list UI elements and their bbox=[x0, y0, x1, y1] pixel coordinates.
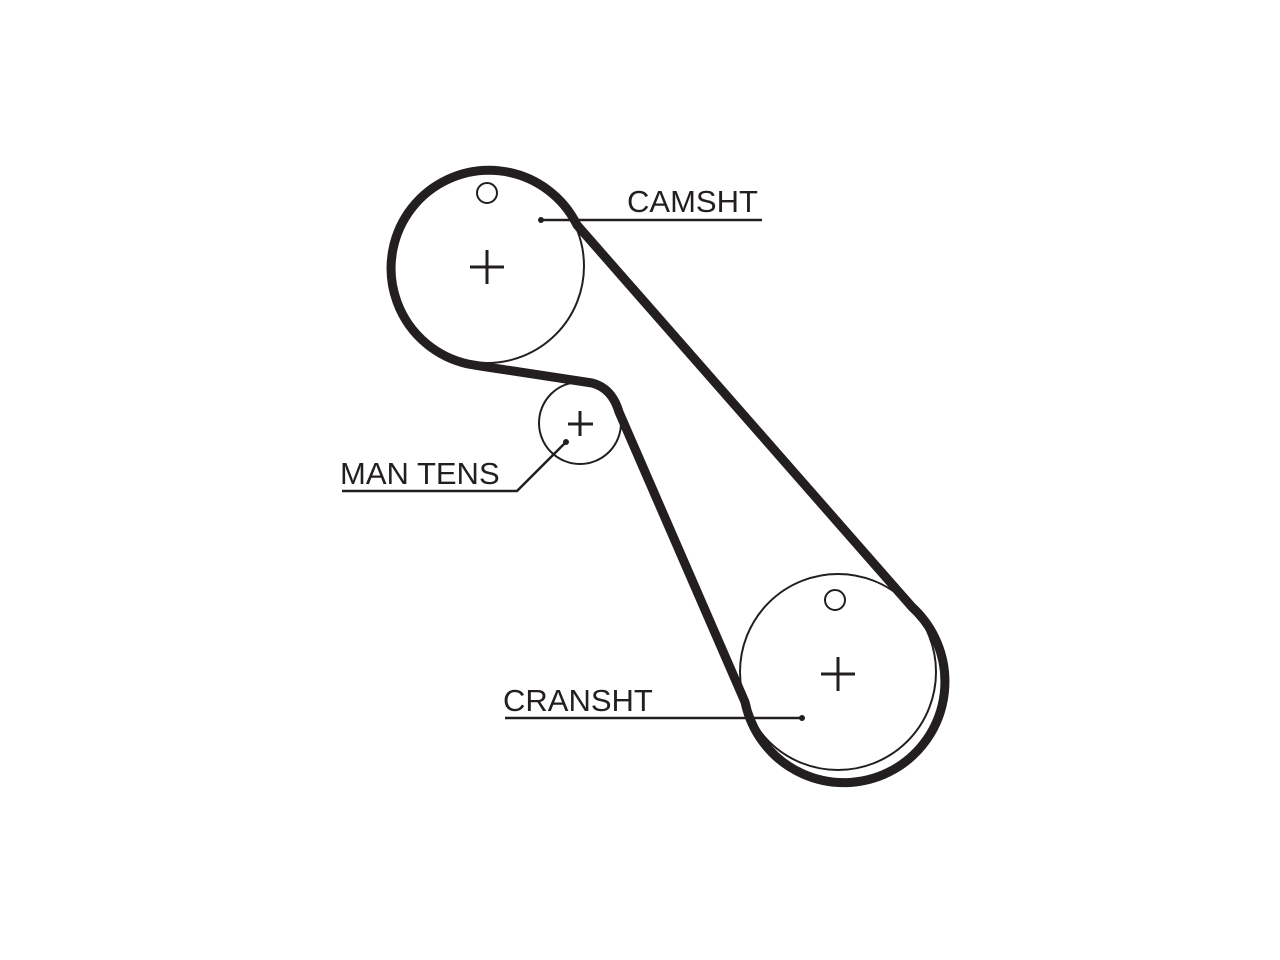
tensioner-center-mark bbox=[568, 411, 593, 436]
tensioner-label: MAN TENS bbox=[340, 456, 500, 491]
camshaft-leader bbox=[538, 217, 762, 223]
crankshaft-timing-mark bbox=[824, 589, 846, 611]
camshaft-timing-mark bbox=[476, 182, 498, 204]
camshaft-label: CAMSHT bbox=[627, 184, 758, 219]
camshaft-center-mark bbox=[470, 250, 504, 284]
tensioner-leader bbox=[342, 439, 569, 493]
crankshaft-leader bbox=[505, 715, 805, 721]
crankshaft-label: CRANSHT bbox=[503, 683, 653, 718]
crankshaft-center-mark bbox=[821, 657, 855, 691]
timing-belt bbox=[386, 165, 950, 788]
crankshaft-pulley bbox=[739, 573, 937, 771]
crankshaft-pulley-outline bbox=[739, 573, 937, 771]
